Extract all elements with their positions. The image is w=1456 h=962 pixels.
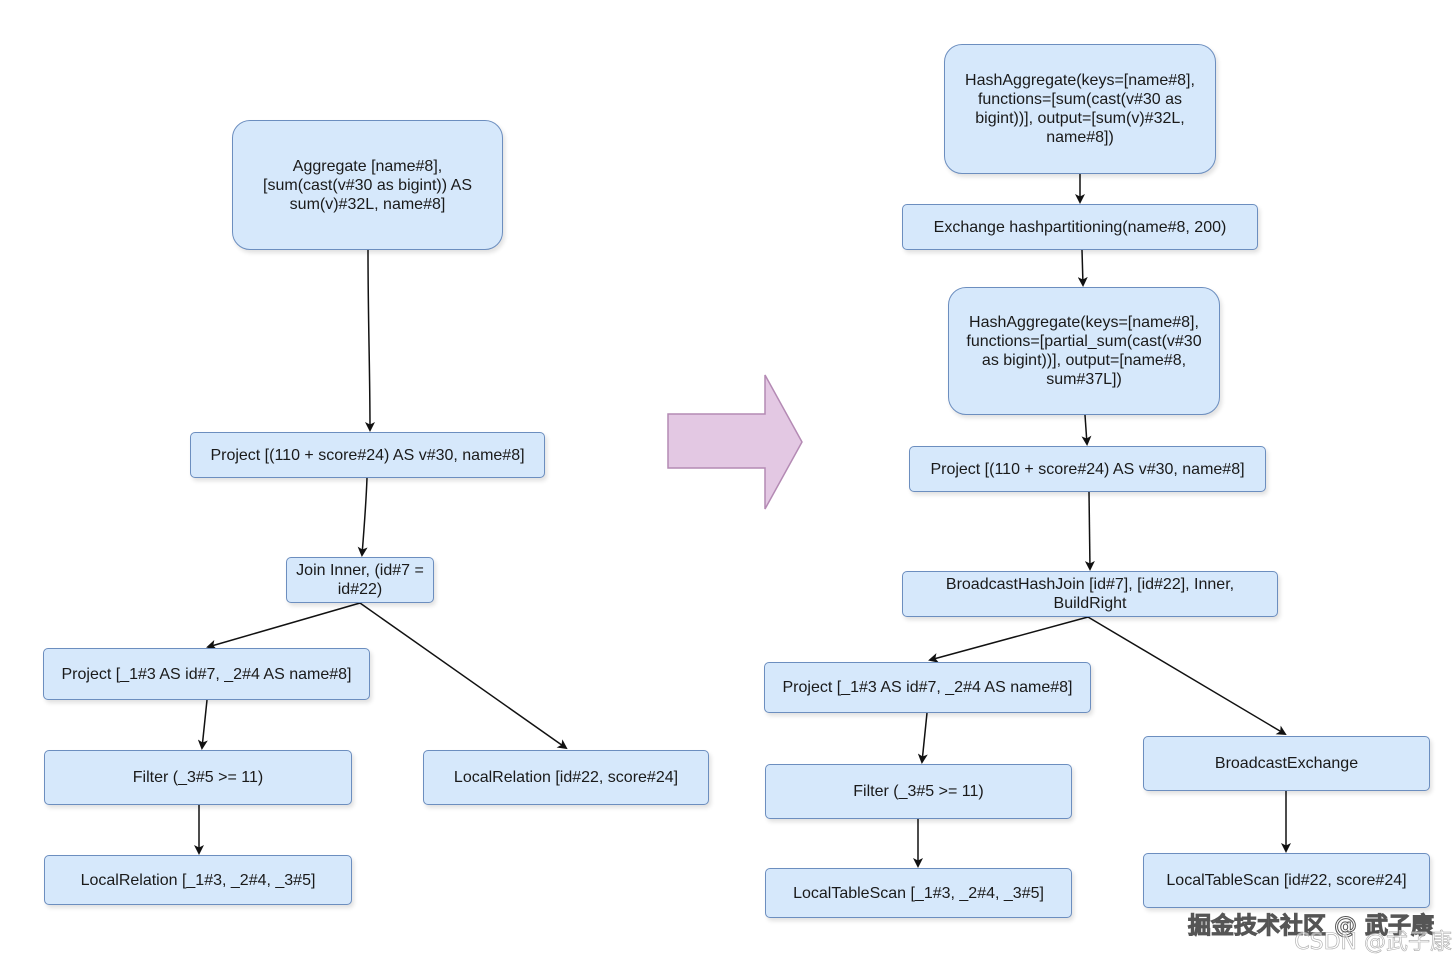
edge-project-left-to-filter-physical bbox=[917, 712, 928, 764]
edge-hashagg-partial-to-project bbox=[1081, 414, 1092, 446]
csdn-watermark: CSDN @武子康 bbox=[1294, 930, 1452, 956]
transformation-arrow-icon bbox=[667, 374, 803, 510]
physical-broadcast-exchange-node: BroadcastExchange bbox=[1143, 736, 1430, 791]
edge-join-to-project-left bbox=[206, 602, 361, 650]
logical-project-left-node: Project [_1#3 AS id#7, _2#4 AS name#8] bbox=[43, 648, 370, 700]
edge-project-to-broadcast-hash-join bbox=[1084, 491, 1095, 571]
logical-join-node: Join Inner, (id#7 = id#22) bbox=[286, 557, 434, 603]
logical-aggregate-node: Aggregate [name#8], [sum(cast(v#30 as bi… bbox=[232, 120, 503, 250]
edge-project-left-to-filter bbox=[197, 699, 208, 750]
physical-filter-node: Filter (_3#5 >= 11) bbox=[765, 764, 1072, 819]
physical-project-left-node: Project [_1#3 AS id#7, _2#4 AS name#8] bbox=[764, 662, 1091, 713]
physical-hash-aggregate-final-node: HashAggregate(keys=[name#8], functions=[… bbox=[944, 44, 1216, 174]
logical-project-node: Project [(110 + score#24) AS v#30, name#… bbox=[190, 432, 545, 478]
logical-local-relation-left-node: LocalRelation [_1#3, _2#4, _3#5] bbox=[44, 855, 352, 905]
logical-filter-node: Filter (_3#5 >= 11) bbox=[44, 750, 352, 805]
physical-broadcast-hash-join-node: BroadcastHashJoin [id#7], [id#22], Inner… bbox=[902, 571, 1278, 617]
edge-project-to-join bbox=[357, 477, 368, 557]
edge-bhj-to-project-left bbox=[928, 616, 1089, 663]
juejin-watermark: 掘金技术社区 @ 武子康 bbox=[1187, 913, 1434, 940]
physical-project-node: Project [(110 + score#24) AS v#30, name#… bbox=[909, 446, 1266, 492]
edge-aggregate-to-project bbox=[364, 249, 375, 432]
edge-bhj-to-broadcast-exchange bbox=[1087, 616, 1287, 736]
edge-exchange-to-hashagg-partial bbox=[1077, 249, 1088, 287]
physical-exchange-node: Exchange hashpartitioning(name#8, 200) bbox=[902, 204, 1258, 250]
physical-local-table-scan-left-node: LocalTableScan [_1#3, _2#4, _3#5] bbox=[765, 868, 1072, 918]
edge-join-to-local-relation-right bbox=[359, 602, 568, 750]
physical-local-table-scan-right-node: LocalTableScan [id#22, score#24] bbox=[1143, 853, 1430, 908]
physical-hash-aggregate-partial-node: HashAggregate(keys=[name#8], functions=[… bbox=[948, 287, 1220, 415]
logical-local-relation-right-node: LocalRelation [id#22, score#24] bbox=[423, 750, 709, 805]
